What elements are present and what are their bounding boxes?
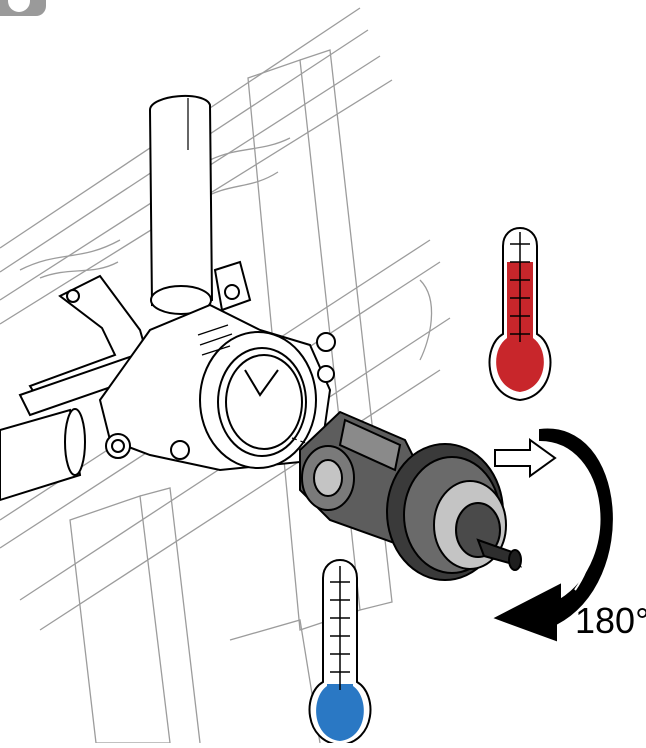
rotation-angle-label: 180°	[575, 600, 646, 641]
cartridge	[299, 410, 523, 581]
hot-thermometer-icon	[488, 227, 552, 402]
pipe	[148, 94, 214, 315]
cold-thermometer-icon	[308, 559, 372, 747]
step-badge	[0, 0, 46, 16]
horizontal-pipe	[0, 408, 86, 502]
valve-body	[98, 260, 336, 472]
rotate-arrow-icon	[493, 428, 613, 642]
